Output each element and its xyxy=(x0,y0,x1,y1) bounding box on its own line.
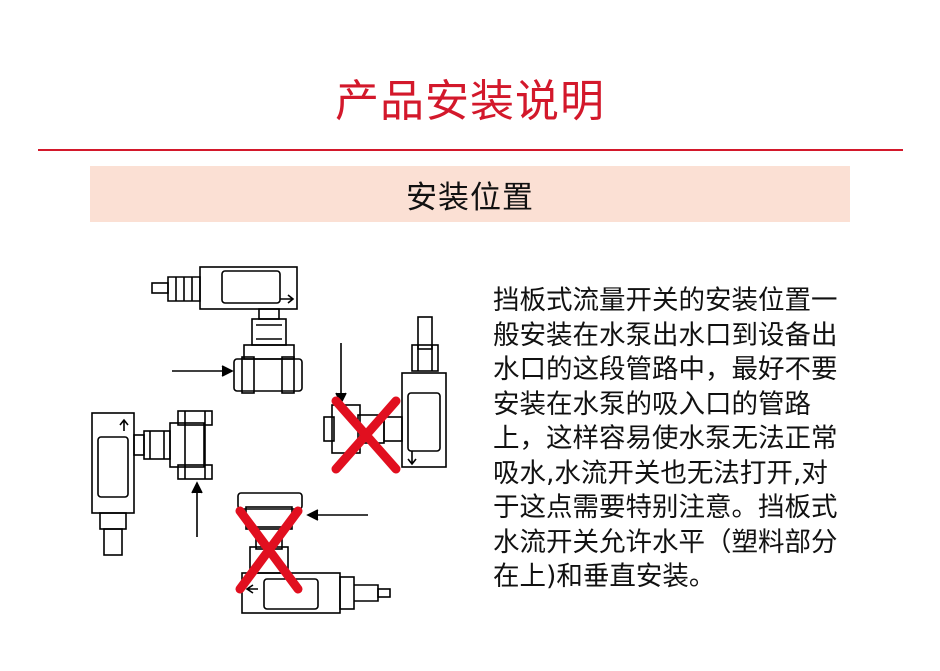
flow-switch-wrong-horizontal-icon xyxy=(237,492,391,614)
description-line: 水口的这段管路中，最好不要 xyxy=(493,354,838,385)
description-line: 般安装在水泵出水口到设备出 xyxy=(493,319,838,351)
red-x-mark-icon xyxy=(331,396,401,474)
section-title: 安装位置 xyxy=(406,179,534,216)
section-banner: 安装位置 xyxy=(90,166,850,222)
flow-switch-correct-vertical-icon xyxy=(91,410,213,556)
flow-switch-correct-horizontal-icon xyxy=(151,266,303,394)
description-line: 挡板式流量开关的安装位置一 xyxy=(493,285,838,316)
installation-description: 挡板式流量开关的安装位置一 般安装在水泵出水口到设备出 水口的这段管路中，最好不… xyxy=(493,284,893,595)
page-title: 产品安装说明 xyxy=(335,76,605,127)
description-line: 于这点需要特别注意。挡板式 xyxy=(493,492,838,523)
description-line: 吸水,水流开关也无法打开,对 xyxy=(493,457,828,489)
title-divider xyxy=(38,149,903,151)
flow-switch-wrong-vertical-icon xyxy=(323,316,447,468)
description-line: 水流开关允许水平（塑料部分 xyxy=(493,526,838,558)
description-line: 安装在水泵的吸入口的管路 xyxy=(493,388,811,420)
installation-diagram xyxy=(91,266,447,614)
red-x-mark-icon xyxy=(235,506,303,594)
description-line: 上，这样容易使水泵无法正常 xyxy=(493,423,838,454)
description-line: 在上)和垂直安装。 xyxy=(493,561,716,592)
